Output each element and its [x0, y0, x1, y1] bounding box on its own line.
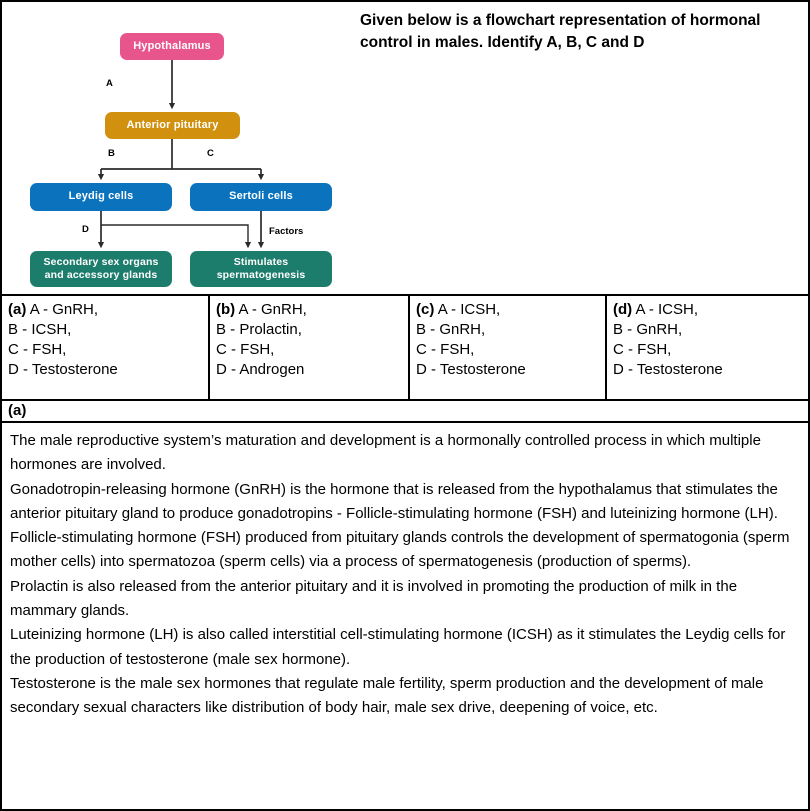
option-b-line4: D - Androgen	[216, 360, 305, 378]
explanation-paragraph: Follicle-stimulating hormone (FSH) produ…	[10, 529, 790, 571]
flow-node-secondary-line2: and accessory glands	[44, 269, 158, 281]
option-b-line1: A - GnRH,	[238, 301, 307, 318]
flow-node-secondary-line1: Secondary sex organs	[43, 255, 159, 268]
flow-node-hypothalamus: Hypothalamus	[120, 33, 224, 60]
option-d-line2: B - GnRH,	[613, 320, 683, 338]
flow-node-sertoli-cells: Sertoli cells	[190, 183, 332, 211]
flow-node-leydig-cells: Leydig cells	[30, 183, 172, 211]
option-c-line1: A - ICSH,	[437, 301, 501, 318]
hormonal-control-flowchart: Hypothalamus Anterior pituitary Leydig c…	[2, 2, 358, 294]
flow-edge-label-factors: Factors	[269, 226, 304, 237]
answer-options-row: (a) A - GnRH, B - ICSH, C - FSH, D - Tes…	[2, 294, 808, 401]
flow-edge-label-d: D	[82, 224, 89, 235]
option-d-key: (d)	[613, 301, 633, 318]
option-a-line4: D - Testosterone	[8, 360, 118, 378]
flow-edge-label-a: A	[106, 78, 113, 89]
option-c-line3: C - FSH,	[416, 340, 475, 358]
option-c-line4: D - Testosterone	[416, 360, 526, 378]
option-b-line3: C - FSH,	[216, 340, 275, 358]
option-a-line3: C - FSH,	[8, 340, 67, 358]
option-b[interactable]: (b) A - GnRH, B - Prolactin, C - FSH, D …	[208, 296, 408, 399]
flow-node-secondary-sex-organs: Secondary sex organs and accessory gland…	[30, 251, 172, 287]
option-a-key: (a)	[8, 301, 27, 318]
option-c-line2: B - GnRH,	[416, 320, 486, 338]
explanation-paragraph: Luteinizing hormone (LH) is also called …	[10, 626, 786, 668]
option-b-key: (b)	[216, 301, 236, 318]
explanation-section: The male reproductive system’s maturatio…	[2, 423, 808, 725]
question-prompt: Given below is a flowchart representatio…	[360, 12, 761, 52]
correct-answer-label: (a)	[2, 401, 808, 423]
explanation-paragraph: Testosterone is the male sex hormones th…	[10, 674, 764, 717]
explanation-paragraph: The male reproductive system’s maturatio…	[10, 432, 761, 474]
option-a[interactable]: (a) A - GnRH, B - ICSH, C - FSH, D - Tes…	[2, 296, 208, 399]
option-b-line2: B - Prolactin,	[216, 320, 302, 338]
explanation-paragraph: Gonadotropin-releasing hormone (GnRH) is…	[10, 480, 778, 522]
flow-node-stimulates-line2: spermatogenesis	[216, 269, 306, 281]
option-a-line2: B - ICSH,	[8, 320, 72, 338]
option-d-line3: C - FSH,	[613, 340, 672, 358]
flow-node-anterior-pituitary: Anterior pituitary	[105, 112, 240, 139]
flow-edge-label-c: C	[207, 148, 214, 159]
option-d-line4: D - Testosterone	[613, 360, 723, 378]
flow-node-stimulates-spermatogenesis: Stimulates spermatogenesis	[190, 251, 332, 287]
explanation-paragraph: Prolactin is also released from the ante…	[10, 577, 738, 620]
option-d-line1: A - ICSH,	[635, 301, 699, 318]
option-c[interactable]: (c) A - ICSH, B - GnRH, C - FSH, D - Tes…	[408, 296, 605, 399]
option-a-line1: A - GnRH,	[29, 301, 99, 318]
flow-node-stimulates-line1: Stimulates	[233, 255, 289, 268]
flow-edge-label-b: B	[108, 148, 115, 159]
option-c-key: (c)	[416, 301, 435, 318]
option-d[interactable]: (d) A - ICSH, B - GnRH, C - FSH, D - Tes…	[605, 296, 808, 399]
top-section: Given below is a flowchart representatio…	[2, 2, 808, 294]
